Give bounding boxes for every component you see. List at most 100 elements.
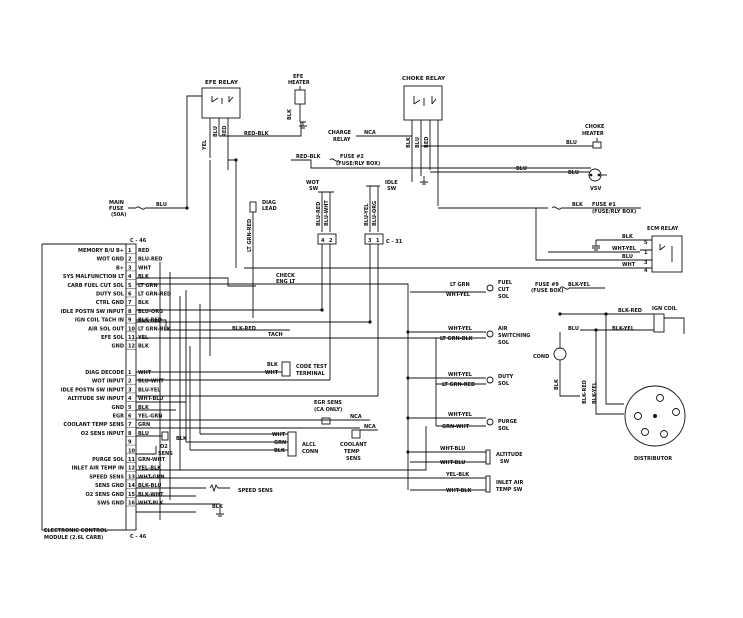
c46-bottom-label: C - 46 [130,534,147,540]
coolant-nca-label: NCA [364,424,376,430]
ecm-relay-pin5: 5 [644,240,648,246]
diag-lead: DIAG LEAD [249,200,277,318]
choke-heater-label-1: CHOKE [585,124,605,130]
ecm-pin-label: ALTITUDE SW INPUT [68,396,125,402]
ecm-pin-wire: BLK [138,274,150,280]
fuel-cut-label-3: SOL [498,294,510,300]
ecm-pin-number: 6 [128,414,132,420]
efe-relay-label: EFE RELAY [205,80,239,86]
charge-relay-label-2: RELAY [333,137,351,143]
c31-pin-3: 3 [368,238,372,244]
air-sol-label-3: SOL [498,340,510,346]
ecm-pin-wire: LT GRN-BLK [138,326,172,332]
fuse1-label-2: (FUSE/RLY BOX) [592,209,636,215]
ecm-pin-wire: GRN [138,422,150,428]
ecm-pin-label: WOT INPUT [92,379,125,385]
main-fuse-label-2: FUSE [109,206,124,212]
air-switching-sol: AIR SWITCHING SOL [486,326,530,346]
blk-cond-label: BLK [554,378,560,390]
ecm-pin-number: 3 [128,265,132,271]
ecm-pin-label: SWS GND [97,501,124,507]
speed-sens-label: SPEED SENS [238,488,273,494]
ecm-pin-label: WOT GND [97,257,124,263]
ecm-pin-number: 4 [128,396,132,402]
ecm-relay-pin4: 4 [644,268,648,274]
blu-coil-label: BLU [568,326,579,332]
wht-code-label: WHT [265,370,279,376]
blk-yel-dist-label: BLK-YEL [592,381,598,404]
altitude-sw-label-1: ALTITUDE [496,452,523,458]
alcl-label-1: ALCL [302,442,317,448]
ecm-pin-number: 5 [128,405,132,411]
coolant-label-3: SENS [346,456,361,462]
ecm-pin-label: EGR [113,414,125,420]
ecm-pin-label: MEMORY B/U B+ [78,248,124,254]
ecm-pin-wire: BLK [138,300,150,306]
altitude-sw: ALTITUDE SW [485,449,523,465]
ecm-relay-pin1: 1 [644,250,648,256]
alcl-label-2: CONN [302,449,318,455]
ecm-title-2: MODULE (2.6L CARB) [44,535,103,541]
wht-relay-label: WHT [622,262,636,268]
ecm-pin-label: CARB FUEL CUT SOL [67,283,124,289]
wht-yel-duty-label: WHT-YEL [448,372,473,378]
ecm-pin-number: 1 [128,248,132,254]
ecm-pin-number: 6 [128,292,132,298]
code-test-label-2: TERMINAL [296,371,326,377]
distributor-label: DISTRIBUTOR [634,456,672,462]
wot-sw-label-1: WOT [306,180,320,186]
charge-nca-label: NCA [364,130,376,136]
choke-relay: CHOKE RELAY [402,76,446,206]
fuel-cut-sol: FUEL CUT SOL [486,280,513,300]
code-test-label-1: CODE TEST [296,364,328,370]
c46-label: C - 46 [130,238,147,244]
altitude-sw-label-2: SW [500,459,510,465]
ecm-pin-wire: BLK [138,405,150,411]
blk-relay-label: BLK [622,234,634,240]
ecm-pin-label: COOLANT TEMP SENS [63,422,124,428]
wht-alcl-label: WHT [272,432,286,438]
ecm-pin-number: 9 [128,440,132,446]
blu-main-label: BLU [568,170,579,176]
coolant-temp-sens: COOLANT TEMP SENS [340,429,367,462]
ecm-pin-label: PURGE SOL [92,457,125,463]
ecm-pin-label: O2 SENS GND [86,492,124,498]
purge-sol: PURGE SOL [486,418,518,432]
grn-alcl-label: GRN [274,440,286,446]
ecm-relay-pin3: 3 [644,260,648,266]
ecm-pin-number: 2 [128,257,132,263]
charge-relay-label-1: CHARGE [328,130,352,136]
ecm-pin-number: 12 [128,344,135,350]
blu-yel-sw-label: BLU-YEL [364,203,370,226]
ecm-pin-number: 1 [128,370,132,376]
ecm-pin-label: B+ [116,265,124,271]
fuse9-label-1: FUSE #9 [535,282,559,288]
distributor: DISTRIBUTOR [624,385,686,462]
ecm-pin-label: IGN COIL TACH IN [75,318,124,324]
idle-sw-label-1: IDLE [385,180,398,186]
ecm-pin-label: DUTY SOL [96,292,125,298]
ecm-pin-label: IDLE POSTN SW INPUT [61,309,125,315]
ecm-pin-wire: YEL-GRN [137,414,162,420]
ecm-pin-wire: WHT-BLK [138,501,164,507]
ecm-pin-number: 7 [128,300,132,306]
wht-yel-relay-label: WHT-YEL [612,246,637,252]
ecm-pin-number: 9 [128,318,132,324]
choke-heater: CHOKE HEATER [582,124,605,149]
ecm-pin-wire: YEL-BLK [137,466,162,472]
ecm-pin-wire: BLU-YEL [138,387,161,393]
cond: COND [533,347,580,397]
wot-sw: WOT SW [306,180,334,232]
purge-sol-label-2: SOL [498,426,510,432]
fuel-cut-label-1: FUEL [498,280,513,286]
choke-red-label: RED [424,137,430,148]
ecm-pin-number: 14 [128,483,135,489]
grn-wht-purge-label: GRN-WHT [442,424,470,430]
ecm-pin-number: 12 [128,466,135,472]
efe-heater-label-1: EFE [293,74,304,80]
choke-blu-label: BLU [415,137,421,148]
ecm-pin-label: CTRL GND [96,300,124,306]
fuse9-label-2: (FUSE BOX) [531,288,564,294]
ecm-pin-wire: BLU [138,431,149,437]
ecm-pin-wire: BLU-ORG [138,309,163,315]
